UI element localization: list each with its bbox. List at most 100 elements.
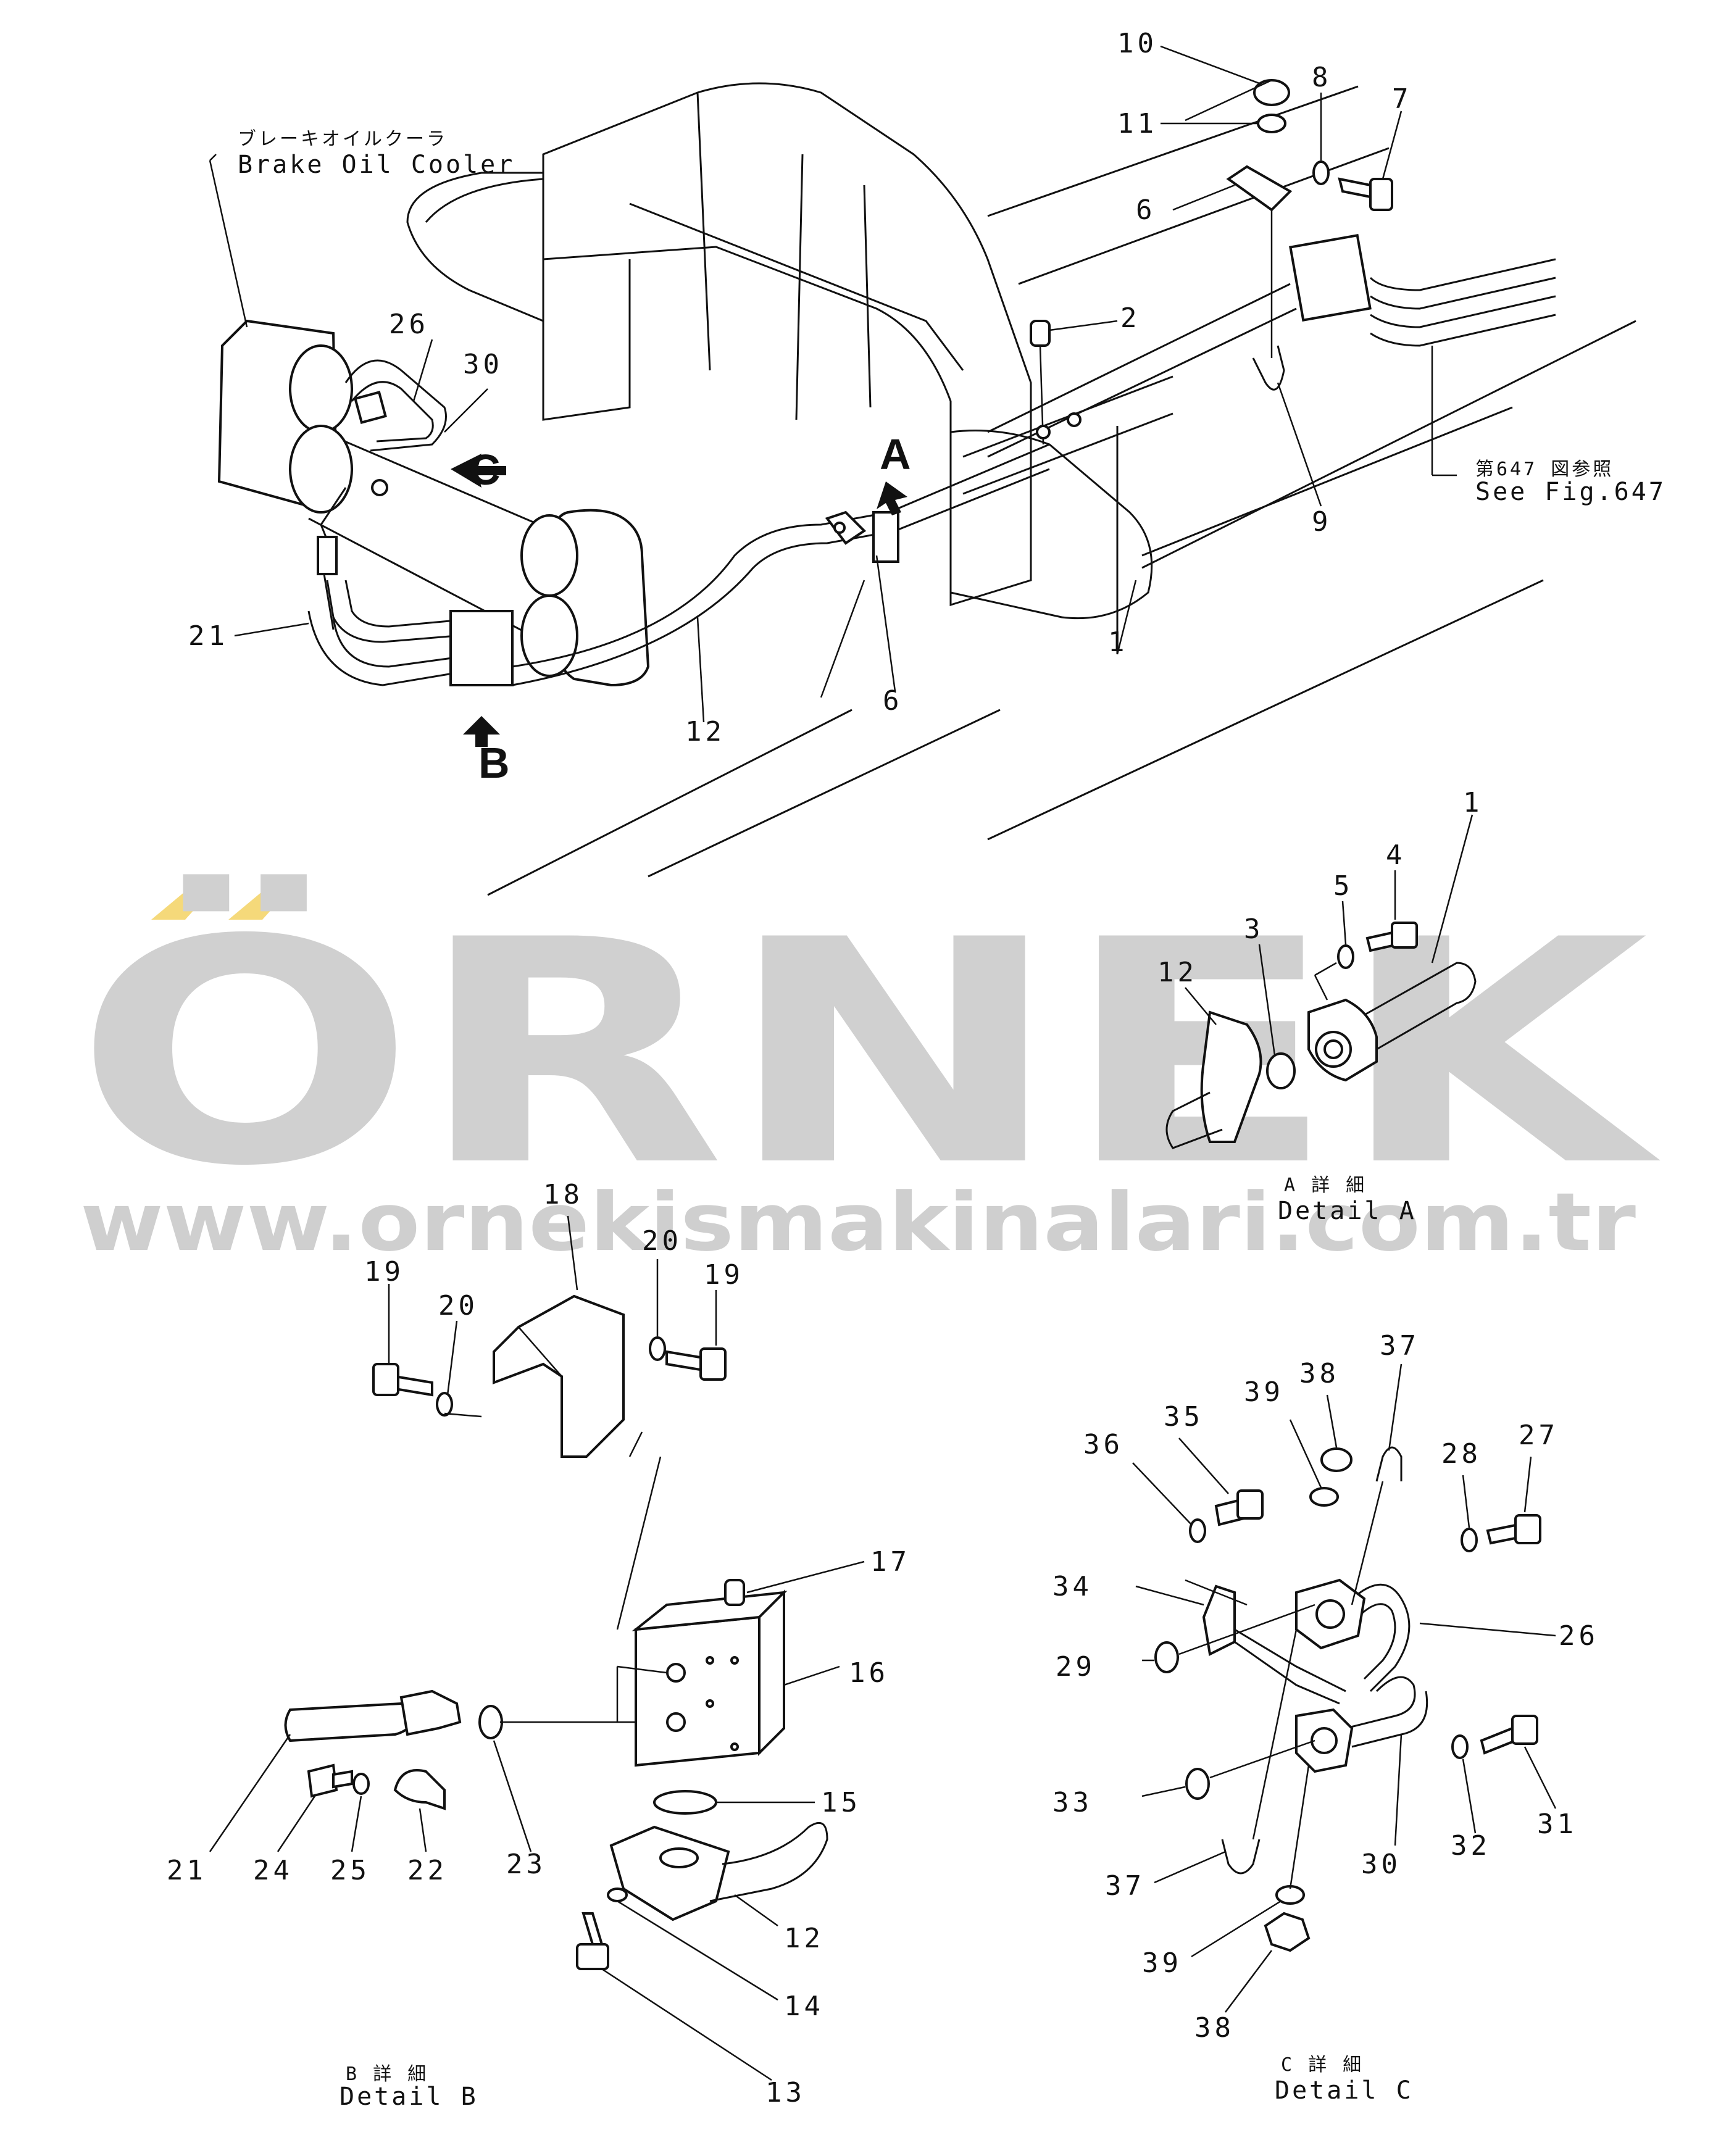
callout-26-main: 26 — [389, 309, 429, 340]
detail-a-title-jp: A 詳 細 — [1284, 1175, 1367, 1196]
detail-a-callout-3: 3 — [1244, 914, 1264, 945]
detail-b-block-16 — [631, 1589, 788, 1767]
detail-b-callout-15: 15 — [821, 1787, 861, 1818]
detail-b-callout-19-left: 19 — [364, 1256, 404, 1288]
pipe-12 — [512, 468, 1050, 686]
frame-body-outline — [542, 82, 1032, 607]
cooler-label-en: Brake Oil Cooler — [238, 151, 515, 179]
view-label-b: B — [478, 739, 510, 787]
frame-body-side — [542, 154, 631, 421]
detail-b-callout-24: 24 — [253, 1855, 293, 1886]
detail-b-bolt-19-left — [394, 1375, 433, 1397]
callout-1-main: 1 — [1108, 626, 1128, 658]
washer-11 — [1257, 114, 1286, 133]
leader-lines-main — [209, 45, 1457, 723]
detail-b-plug-17 — [724, 1579, 745, 1606]
detail-b-washer-14 — [607, 1888, 628, 1902]
detail-b-callout-19-right: 19 — [704, 1259, 744, 1291]
detail-b-washer-20-left — [436, 1392, 453, 1417]
detail-b-callout-16: 16 — [849, 1657, 889, 1689]
detail-c-callout-32: 32 — [1451, 1830, 1491, 1862]
frame-beam-upper — [950, 430, 1153, 620]
junction-block — [1289, 234, 1372, 322]
detail-b-flange-12 — [609, 1825, 730, 1921]
detail-b-clamp-22 — [393, 1769, 446, 1810]
detail-c-callout-30: 30 — [1361, 1849, 1401, 1880]
callout-7: 7 — [1392, 83, 1412, 115]
view-label-c: C — [469, 446, 501, 494]
detail-b-callout-14: 14 — [784, 1991, 824, 2022]
detail-c-nut-38-lower — [1264, 1912, 1311, 1952]
bolt-7 — [1338, 177, 1393, 211]
detail-b-callout-20-right: 20 — [642, 1225, 682, 1257]
detail-a-callout-1: 1 — [1463, 787, 1483, 818]
clamp-6-top — [1226, 165, 1293, 212]
detail-c-callout-33: 33 — [1052, 1787, 1093, 1818]
callout-9: 9 — [1312, 506, 1332, 538]
detail-c-callout-31: 31 — [1537, 1808, 1577, 1840]
detail-c-washer-28 — [1461, 1528, 1478, 1552]
detail-c-washer-36 — [1189, 1518, 1206, 1543]
detail-b-washer-20-right — [649, 1336, 666, 1361]
detail-b-oring-15 — [653, 1790, 717, 1815]
watermark-accent-left — [151, 889, 213, 920]
arrow-b-icon — [463, 716, 500, 747]
detail-b-callout-22: 22 — [407, 1855, 448, 1886]
washer-8 — [1312, 160, 1330, 185]
detail-b-hose-21 — [284, 1702, 415, 1742]
plug-2 — [1030, 320, 1051, 347]
detail-c-nut-38-upper — [1320, 1447, 1352, 1472]
nut-10 — [1253, 79, 1290, 106]
detail-b-callout-12: 12 — [784, 1923, 824, 1954]
watermark: ÖRNEK www.ornekismakinalari.com.tr — [74, 871, 1663, 1269]
detail-b-title-jp: B 詳 細 — [346, 2063, 428, 2085]
detail-c-ubolt-37-upper — [1375, 1446, 1402, 1482]
detail-c-callout-38-upper: 38 — [1299, 1358, 1340, 1389]
detail-b: 18 19 20 20 19 17 16 15 21 24 25 22 23 1… — [167, 1179, 911, 2111]
detail-c-oring-29 — [1154, 1641, 1179, 1673]
main-assembly: ブレーキオイルクーラ Brake Oil Cooler 第647 図参照 See… — [188, 28, 1664, 896]
detail-b-callout-23: 23 — [506, 1849, 546, 1880]
view-label-a: A — [880, 430, 911, 478]
clamp-a — [825, 510, 899, 563]
detail-a-pipe-1 — [1357, 962, 1477, 1051]
detail-b-bolt-19-right — [665, 1350, 705, 1372]
detail-c-callout-27: 27 — [1519, 1420, 1559, 1451]
detail-b-pipe-12 — [709, 1821, 828, 1902]
detail-c-callout-35: 35 — [1164, 1401, 1204, 1433]
detail-a-callout-5: 5 — [1333, 870, 1354, 902]
detail-c: 36 35 39 38 37 28 27 34 26 29 33 30 31 3… — [1052, 1330, 1595, 2105]
view-arrows — [451, 454, 907, 747]
detail-c-title-en: Detail C — [1275, 2076, 1414, 2105]
detail-c-title-jp: C 詳 細 — [1281, 2054, 1364, 2076]
detail-c-callout-29: 29 — [1056, 1651, 1096, 1683]
u-bolt-9 — [1252, 345, 1285, 391]
detail-b-bolt-13 — [581, 1912, 604, 1946]
frame-body-face — [629, 202, 964, 371]
detail-b-bracket-18 — [493, 1294, 625, 1458]
detail-c-callout-34: 34 — [1052, 1571, 1093, 1602]
detail-c-callout-37-lower: 37 — [1105, 1870, 1145, 1902]
callout-10: 10 — [1117, 28, 1157, 59]
detail-b-callout-17: 17 — [870, 1546, 911, 1578]
block-16-main — [449, 610, 514, 686]
detail-c-callout-37-upper: 37 — [1380, 1330, 1420, 1362]
detail-c-washer-32 — [1451, 1734, 1469, 1759]
cooler-label-jp: ブレーキオイルクーラ — [238, 128, 448, 150]
detail-b-callout-18: 18 — [543, 1179, 583, 1210]
detail-c-callout-39-upper: 39 — [1244, 1376, 1284, 1408]
detail-a-callout-12: 12 — [1157, 957, 1198, 988]
callout-21-main: 21 — [188, 620, 228, 652]
detail-c-callout-39-lower: 39 — [1142, 1947, 1182, 1979]
detail-c-callout-28: 28 — [1441, 1438, 1482, 1470]
callout-8: 8 — [1312, 62, 1332, 93]
detail-c-pipe-30 — [1345, 1676, 1416, 1729]
detail-a-flange-left — [1200, 1010, 1262, 1143]
detail-b-callout-25: 25 — [330, 1855, 370, 1886]
callout-6-top: 6 — [1136, 194, 1156, 226]
detail-a-washer-5 — [1337, 944, 1354, 969]
arrow-c-icon — [451, 454, 506, 488]
detail-b-oring-23 — [478, 1705, 503, 1739]
detail-c-callout-38-lower: 38 — [1194, 2012, 1235, 2044]
